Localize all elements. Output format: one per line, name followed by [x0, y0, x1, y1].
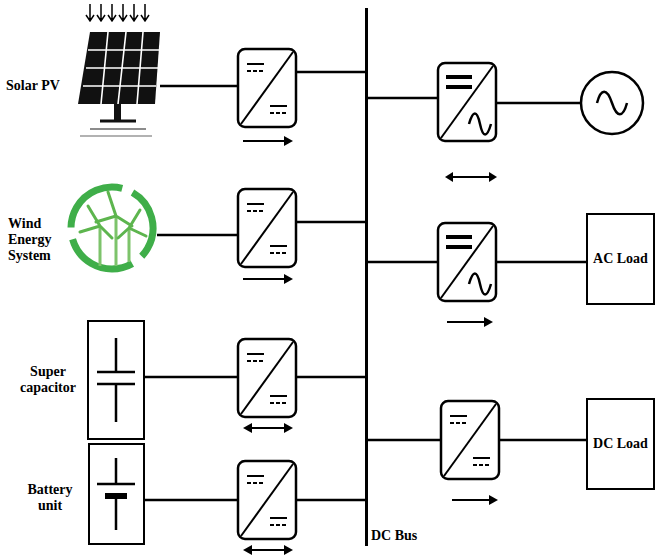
capacitor-symbol [97, 338, 135, 422]
bidirectional-inverter [438, 63, 496, 141]
arrow-head [284, 274, 293, 284]
arrow-head [243, 423, 252, 433]
direction-arrow [243, 278, 287, 280]
arrow-head [243, 545, 252, 555]
sun-rays [86, 4, 149, 21]
battery-symbol [97, 458, 135, 530]
load-label: AC Load [593, 251, 648, 267]
dc-dc-converter [238, 49, 296, 127]
source-label: Battery unit [19, 482, 81, 514]
dc-dc-converter [238, 461, 296, 539]
arrow-head [489, 495, 498, 505]
wind-energy-source: Wind Energy System [67, 183, 157, 273]
ac-load-box: AC Load [586, 213, 655, 305]
direction-arrow [249, 427, 287, 429]
direction-arrow [243, 140, 287, 142]
inverter [438, 223, 496, 301]
dc-dc-converter [238, 189, 296, 267]
dc-dc-converter [238, 339, 296, 417]
dc-bus: DC Bus [365, 8, 368, 546]
direction-arrow [447, 321, 487, 323]
dc-load-box: DC Load [586, 398, 655, 490]
arrow-head [284, 423, 293, 433]
dc-dc-converter [441, 401, 499, 479]
arrow-head [484, 317, 493, 327]
arrow-head [284, 545, 293, 555]
source-label: Wind Energy System [8, 216, 62, 264]
bidirectional-arrow [445, 172, 497, 182]
load-label: DC Load [593, 436, 648, 452]
solar-panel [78, 32, 160, 136]
arrow-head [284, 136, 293, 146]
battery-box: Battery unit [88, 443, 145, 545]
source-label: Super capacitor [13, 364, 83, 396]
supercapacitor-box: Super capacitor [87, 320, 145, 440]
wind-turbine-icon [56, 172, 168, 284]
direction-arrow [452, 499, 492, 501]
source-label: DC Bus [371, 528, 417, 544]
solar-pv-source: Solar PV [75, 5, 160, 145]
source-label: Solar PV [6, 78, 60, 94]
direction-arrow [249, 549, 287, 551]
ac-grid-symbol [581, 72, 643, 134]
